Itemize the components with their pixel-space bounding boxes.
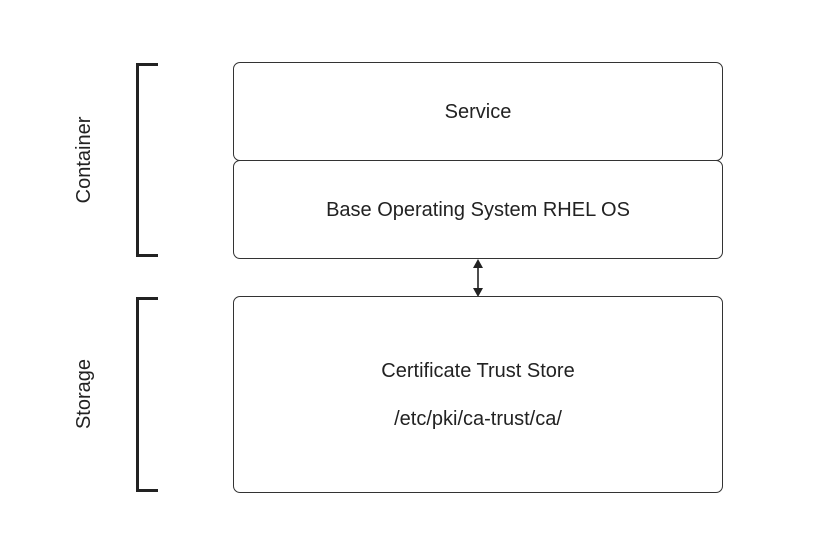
storage-bracket — [136, 297, 158, 492]
trust-store-path: /etc/pki/ca-trust/ca/ — [394, 407, 562, 430]
service-box: Service — [233, 62, 723, 161]
container-label: Container — [73, 116, 95, 204]
trust-store-box: Certificate Trust Store /etc/pki/ca-trus… — [233, 296, 723, 493]
base-os-box: Base Operating System RHEL OS — [233, 160, 723, 259]
storage-label: Storage — [73, 358, 95, 430]
base-os-label: Base Operating System RHEL OS — [326, 198, 630, 221]
container-bracket — [136, 63, 158, 257]
service-label: Service — [444, 100, 512, 123]
trust-store-title: Certificate Trust Store — [381, 359, 575, 382]
double-arrow-icon — [473, 259, 483, 297]
